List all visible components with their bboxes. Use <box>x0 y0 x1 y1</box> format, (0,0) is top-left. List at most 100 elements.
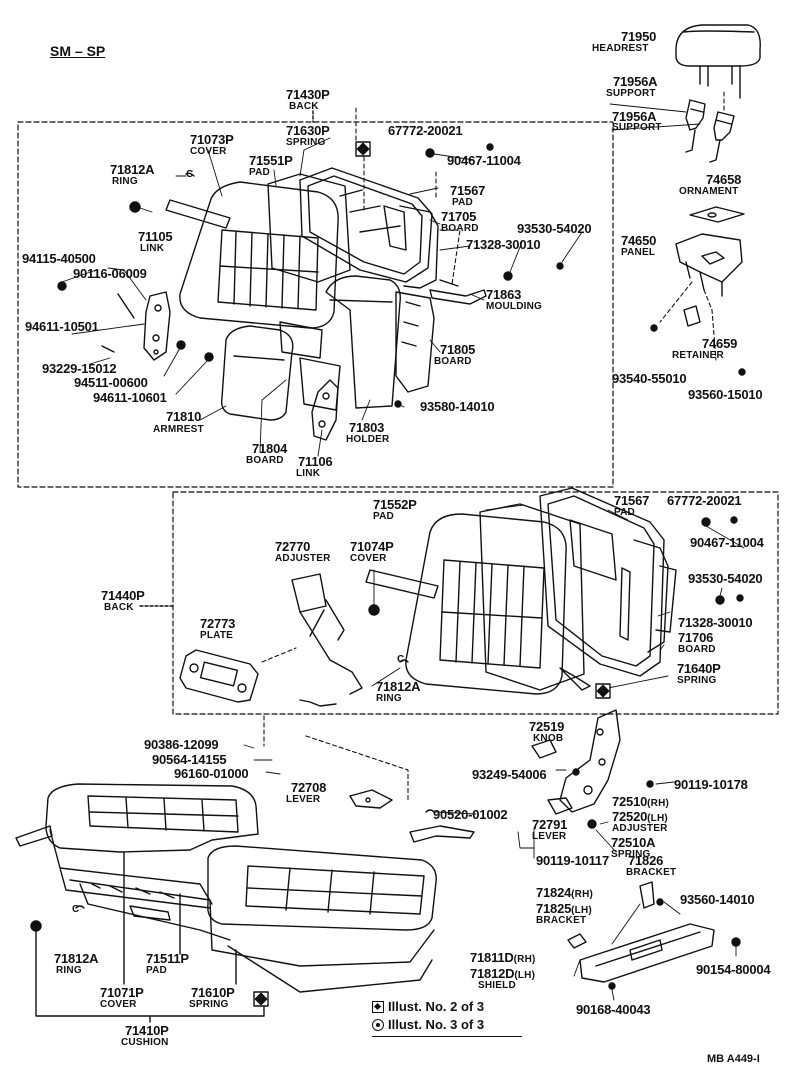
part-suffix-71812d-lh: (LH) <box>514 970 536 981</box>
part-number-71812d: 71812D <box>470 966 515 981</box>
board-71805-drawing <box>395 291 435 393</box>
part-number-71826: 71826 <box>628 853 664 868</box>
part-number-90119-10117: 90119-10117 <box>536 853 609 868</box>
part-number-93530-54020-lower: 93530-54020 <box>688 571 763 586</box>
part-name-pad-71552p: PAD <box>373 511 394 522</box>
part-suffix-71824-rh: (RH) <box>571 889 594 900</box>
part-number-93530-54020: 93530-54020 <box>517 221 592 236</box>
part-number-72510: 72510 <box>612 794 648 809</box>
part-number-90520-01002: 90520-01002 <box>433 807 508 822</box>
part-name-back-71440p: BACK <box>104 602 134 613</box>
part-number-71706: 71706 <box>678 630 714 645</box>
part-name-cushion: CUSHION <box>121 1037 169 1048</box>
part-number-94115-40500: 94115-40500 <box>22 251 96 266</box>
cover-71073-drawing <box>179 181 339 329</box>
illustration-legend: Illust. No. 2 of 3 Illust. No. 3 of 3 <box>372 998 484 1034</box>
part-number-71804: 71804 <box>252 441 288 456</box>
part-number-71812a-lower: 71812A <box>376 679 421 694</box>
model-code-header: SM – SP <box>50 43 106 59</box>
part-number-90467-11004-lower: 90467-11004 <box>690 535 764 550</box>
lever-72708-drawing <box>349 789 393 809</box>
part-name-link-71106: LINK <box>296 468 321 479</box>
bracket-drawing <box>567 881 741 990</box>
part-number-71824-rh: 71824(RH) <box>536 886 593 900</box>
part-number-67772-20021: 67772-20021 <box>388 123 463 138</box>
dot-circle-icon <box>372 1019 384 1031</box>
legend-illust-2-label: Illust. No. 2 of 3 <box>388 999 485 1014</box>
part-number-71811d: 71811D <box>470 950 514 965</box>
part-name-ornament: ORNAMENT <box>679 186 739 197</box>
part-name-support: SUPPORT <box>606 88 656 99</box>
part-number-71810: 71810 <box>166 409 202 424</box>
ring-marker-c: C <box>186 169 194 180</box>
back-spring-frame-lower <box>539 487 665 677</box>
part-number-72510a: 72510A <box>611 835 656 850</box>
part-number-71567-lower: 71567 <box>614 493 650 508</box>
part-name-knob: KNOB <box>533 733 564 744</box>
part-number-71825: 71825 <box>536 901 572 916</box>
board-71705-drawing <box>399 205 439 289</box>
part-number-71705: 71705 <box>441 209 477 224</box>
ring-marker-c-lower: C <box>397 654 405 665</box>
adjuster-72510-drawing <box>531 709 654 829</box>
part-number-93229-15012: 93229-15012 <box>42 361 117 376</box>
holder-71803-drawing <box>325 275 401 409</box>
part-name-retainer: RETAINER <box>672 350 724 361</box>
legend-item-illust-3: Illust. No. 3 of 3 <box>372 1016 484 1034</box>
part-number-71328-30010-lower: 71328-30010 <box>678 615 753 630</box>
part-name-headrest: HEADREST <box>592 43 649 54</box>
part-name-ring-lower: RING <box>376 693 402 704</box>
lever-72791-drawing <box>409 825 475 843</box>
part-number-74658: 74658 <box>706 172 742 187</box>
part-number-71825-lh: 71825(LH) <box>536 902 592 916</box>
part-number-72770: 72770 <box>275 539 311 554</box>
part-number-90116-06009: 90116-06009 <box>73 266 147 281</box>
part-name-board: BOARD <box>441 223 479 234</box>
part-suffix-rh: (RH) <box>647 798 670 809</box>
part-suffix-71811d-rh: (RH) <box>513 954 536 965</box>
part-name-board-71706: BOARD <box>678 644 716 655</box>
ring-marker-c-cushion: C <box>72 904 80 915</box>
part-number-72510-rh: 72510(RH) <box>612 795 669 809</box>
part-number-71440p: 71440P <box>101 588 145 603</box>
part-number-71956a-second: 71956A <box>612 109 657 124</box>
part-number-72520: 72520 <box>612 809 648 824</box>
part-name-ring: RING <box>112 176 138 187</box>
part-number-71640p: 71640P <box>677 661 721 676</box>
part-name-armrest: ARMREST <box>153 424 204 435</box>
part-name-adjuster: ADJUSTER <box>275 553 331 564</box>
part-name-board-71804: BOARD <box>246 455 284 466</box>
part-name-cover-71074p: COVER <box>350 553 387 564</box>
part-name-cover: COVER <box>190 146 227 157</box>
part-number-93560-14010: 93560-14010 <box>680 892 755 907</box>
part-name-spring: SPRING <box>286 137 326 148</box>
part-number-71863: 71863 <box>486 287 522 302</box>
part-name-spring-72510a: SPRING <box>611 849 651 860</box>
part-number-71630p: 71630P <box>286 123 330 138</box>
part-number-93580-14010: 93580-14010 <box>420 399 495 414</box>
part-suffix-lh: (LH) <box>647 813 668 824</box>
part-name-adjuster-72520: ADJUSTER <box>612 823 668 834</box>
part-number-72520-lh: 72520(LH) <box>612 810 668 824</box>
adjuster-72770-drawing <box>291 573 363 707</box>
part-number-71106: 71106 <box>298 454 333 469</box>
armrest-drawing <box>220 321 341 421</box>
legend-item-illust-2: Illust. No. 2 of 3 <box>372 998 484 1016</box>
part-number-71610p: 71610P <box>191 985 235 1000</box>
plate-72773-drawing <box>179 649 259 703</box>
part-name-pad-71511p: PAD <box>146 965 167 976</box>
part-name-moulding: MOULDING <box>486 301 543 312</box>
moulding-drawing <box>429 289 487 305</box>
part-number-90467-11004: 90467-11004 <box>447 153 521 168</box>
part-number-72773: 72773 <box>200 616 236 631</box>
board-71706-drawing <box>633 539 669 653</box>
part-number-71567: 71567 <box>450 183 486 198</box>
part-number-93249-54006: 93249-54006 <box>472 767 547 782</box>
part-name-bracket-71826: BRACKET <box>626 867 677 878</box>
part-number-96160-01000: 96160-01000 <box>174 766 249 781</box>
support-drawing <box>685 99 735 163</box>
part-number-71074p: 71074P <box>350 539 394 554</box>
link-71105-drawing <box>143 291 171 361</box>
part-number-94611-10601: 94611-10601 <box>93 390 167 405</box>
